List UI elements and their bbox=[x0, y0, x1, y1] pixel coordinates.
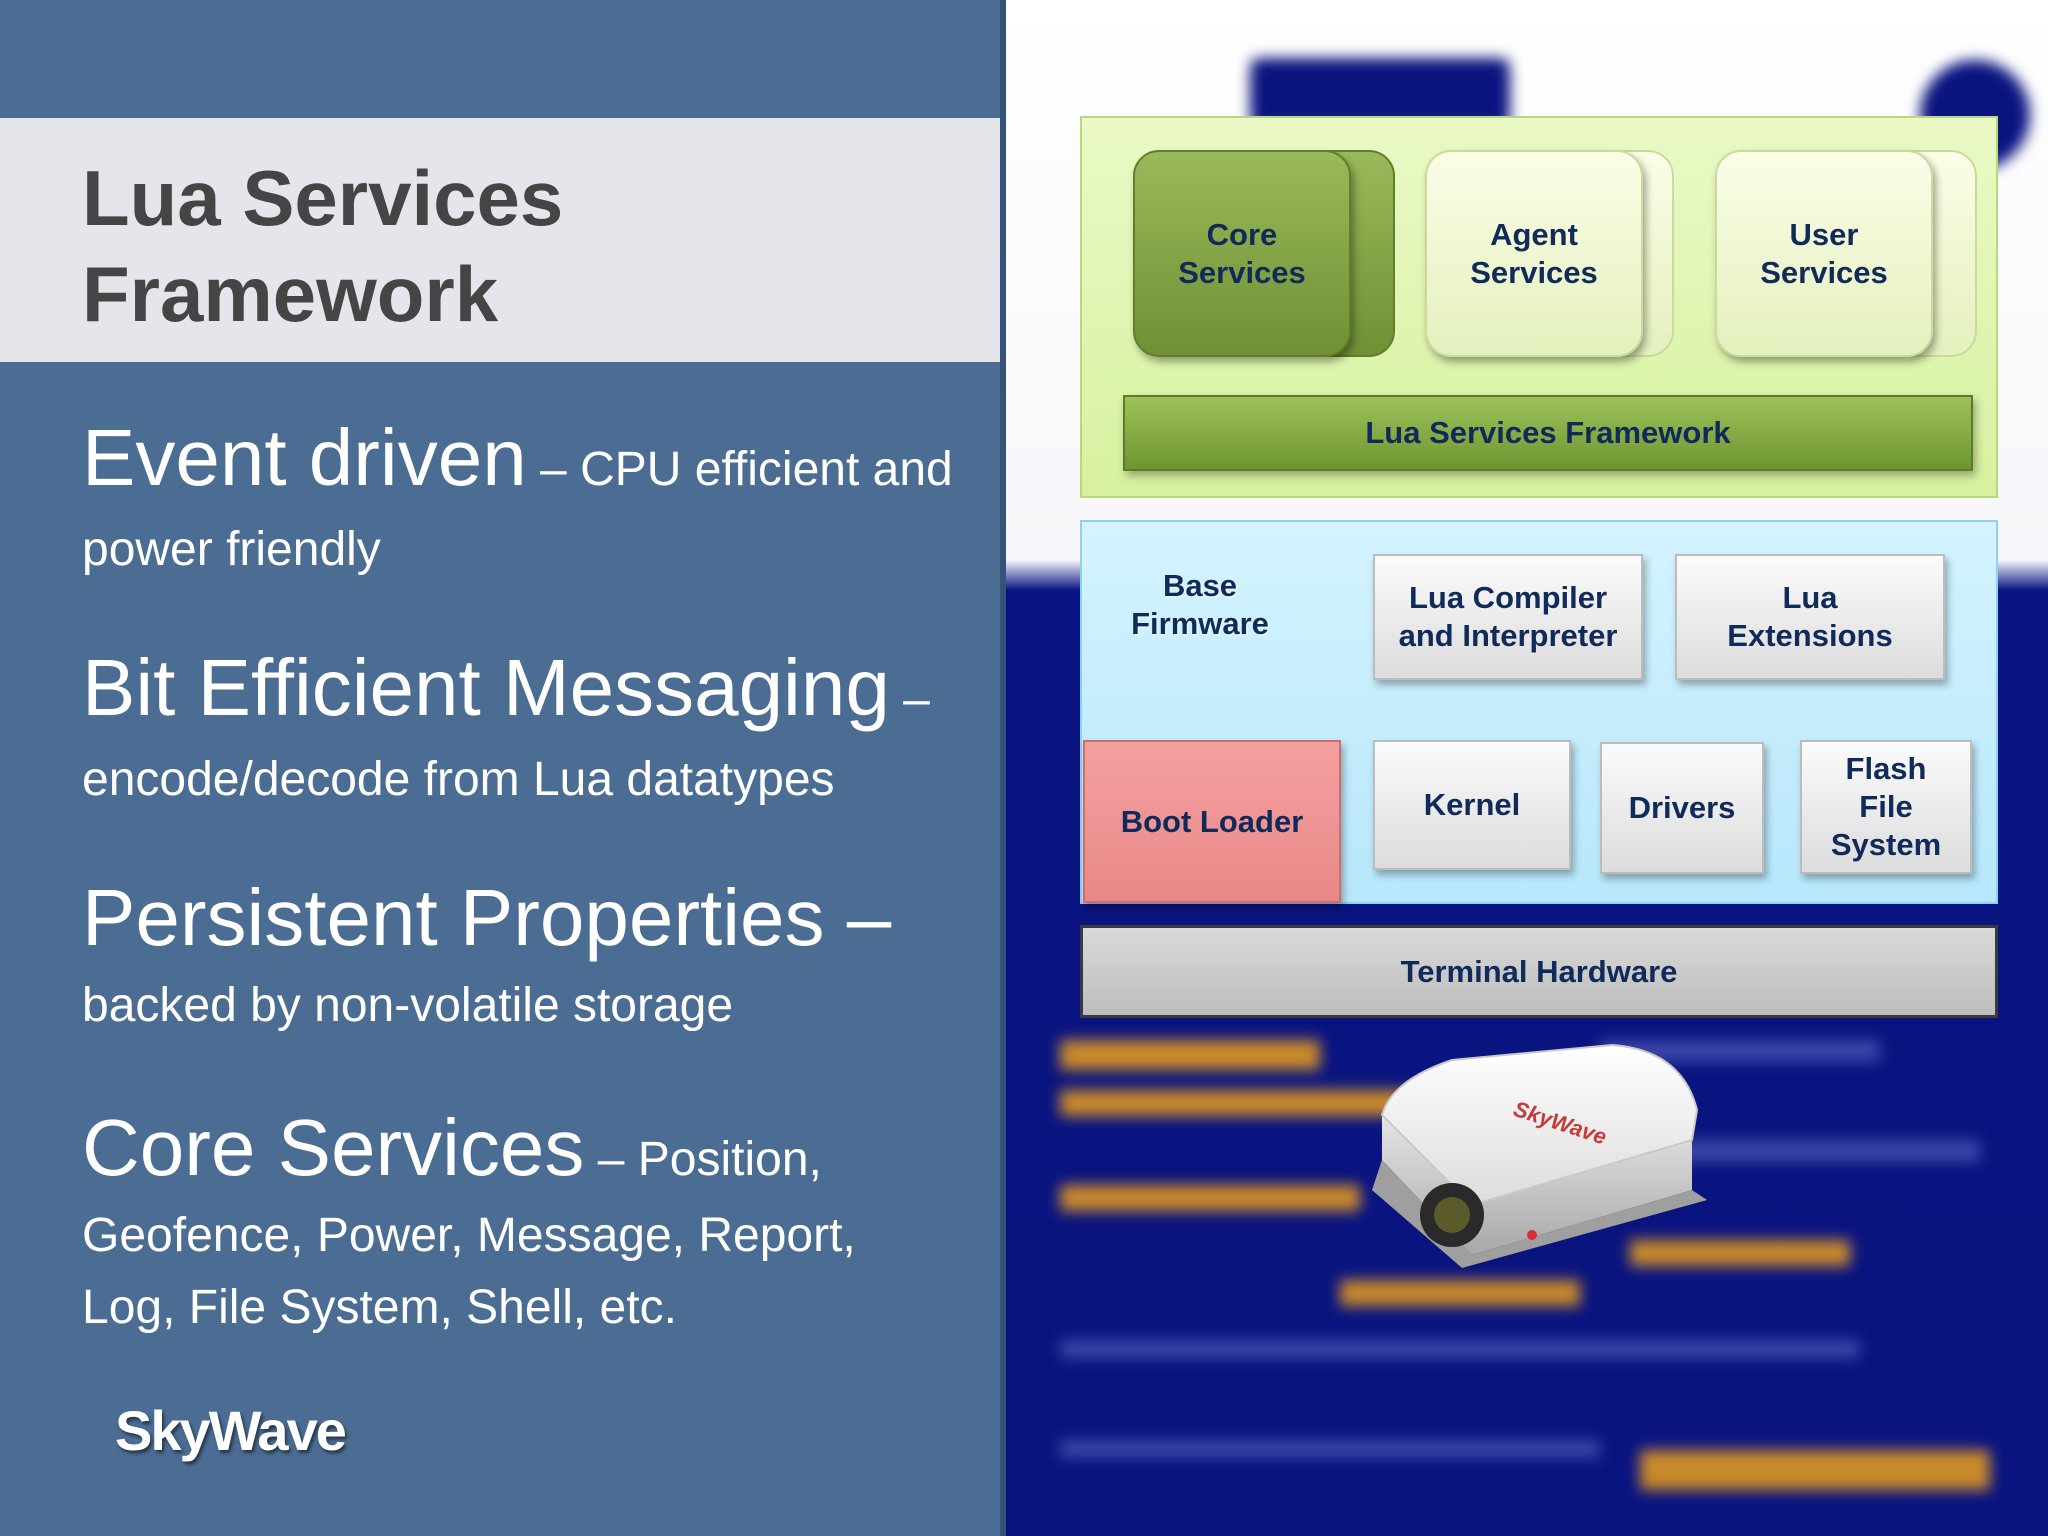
base-firmware-text: Base Firmware bbox=[1131, 568, 1269, 641]
core-services-box: Core Services bbox=[1133, 150, 1351, 357]
bullet-head: Core Services bbox=[82, 1103, 585, 1192]
blurred-poster-shape bbox=[1060, 1185, 1360, 1211]
core-services-label: Core Services bbox=[1178, 216, 1306, 290]
slide-title: Lua Services Framework bbox=[82, 150, 642, 342]
bullet-sep: – bbox=[889, 673, 930, 726]
kernel-box: Kernel bbox=[1373, 740, 1571, 870]
blurred-poster-shape bbox=[1060, 1090, 1420, 1116]
lua-services-framework-bar: Lua Services Framework bbox=[1123, 395, 1973, 471]
bullet-tail: encode/decode from Lua datatypes bbox=[82, 753, 835, 806]
bullet-head: Persistent Properties bbox=[82, 873, 825, 962]
bullet-sep: – bbox=[824, 873, 892, 962]
bullet-messaging: Bit Efficient Messaging – encode/decode … bbox=[82, 640, 982, 820]
user-services-box: User Services bbox=[1715, 150, 1933, 357]
blurred-poster-shape bbox=[1600, 1040, 1880, 1062]
blurred-poster-shape bbox=[1060, 1040, 1320, 1070]
slide-title-text: Lua Services Framework bbox=[82, 154, 564, 338]
bullet-event-driven: Event driven – CPU efficient and power f… bbox=[82, 410, 982, 590]
boot-loader-label: Boot Loader bbox=[1120, 803, 1304, 839]
bullet-persistent: Persistent Properties – backed by non-vo… bbox=[82, 870, 982, 1046]
panel-divider bbox=[1000, 0, 1006, 1536]
bullet-head: Bit Efficient Messaging bbox=[82, 643, 890, 732]
lua-compiler-box: Lua Compiler and Interpreter bbox=[1373, 554, 1643, 680]
flash-file-system-label: Flash File System bbox=[1830, 751, 1942, 862]
bullet-head: Event driven bbox=[82, 413, 527, 502]
blurred-poster-shape bbox=[1060, 1340, 1860, 1358]
terminal-hardware-bar: Terminal Hardware bbox=[1080, 925, 1998, 1018]
flash-file-system-box: Flash File System bbox=[1800, 740, 1972, 874]
skywave-logo: SkyWave bbox=[115, 1399, 347, 1462]
connector-inner bbox=[1434, 1197, 1470, 1233]
title-band bbox=[0, 118, 1000, 362]
kernel-label: Kernel bbox=[1423, 787, 1521, 822]
blurred-poster-shape bbox=[1640, 1450, 1990, 1490]
bullet-core-services: Core Services – Position, Geofence, Powe… bbox=[82, 1100, 922, 1344]
drivers-label: Drivers bbox=[1628, 790, 1736, 825]
base-firmware-label: Base Firmware bbox=[1110, 560, 1290, 650]
device-body-top bbox=[1380, 1043, 1699, 1207]
lua-extensions-label: Lua Extensions bbox=[1727, 580, 1893, 653]
blurred-poster-shape bbox=[1600, 1140, 1980, 1162]
blurred-poster-shape bbox=[1060, 1440, 1600, 1458]
terminal-hardware-label: Terminal Hardware bbox=[1400, 953, 1678, 989]
lua-extensions-box: Lua Extensions bbox=[1675, 554, 1945, 680]
status-led bbox=[1527, 1230, 1537, 1240]
agent-services-label: Agent Services bbox=[1470, 216, 1598, 290]
bullet-tail: backed by non-volatile storage bbox=[82, 979, 734, 1032]
boot-loader-box: Boot Loader bbox=[1083, 740, 1341, 903]
agent-services-box: Agent Services bbox=[1425, 150, 1643, 357]
user-services-label: User Services bbox=[1760, 216, 1888, 290]
bullet-tail: Position, Geofence, Power, Message, Repo… bbox=[82, 1133, 856, 1334]
bullet-sep: – bbox=[526, 443, 581, 496]
lua-compiler-label: Lua Compiler and Interpreter bbox=[1398, 580, 1618, 653]
blurred-poster-shape bbox=[1340, 1280, 1580, 1306]
lua-services-framework-label: Lua Services Framework bbox=[1365, 415, 1731, 450]
skywave-terminal-device-image: SkyWave bbox=[1372, 1043, 1707, 1268]
drivers-box: Drivers bbox=[1600, 742, 1764, 874]
bullet-sep: – bbox=[584, 1133, 638, 1186]
blurred-poster-shape bbox=[1630, 1240, 1850, 1266]
bullet-tail: CPU efficient and power friendly bbox=[82, 443, 953, 576]
